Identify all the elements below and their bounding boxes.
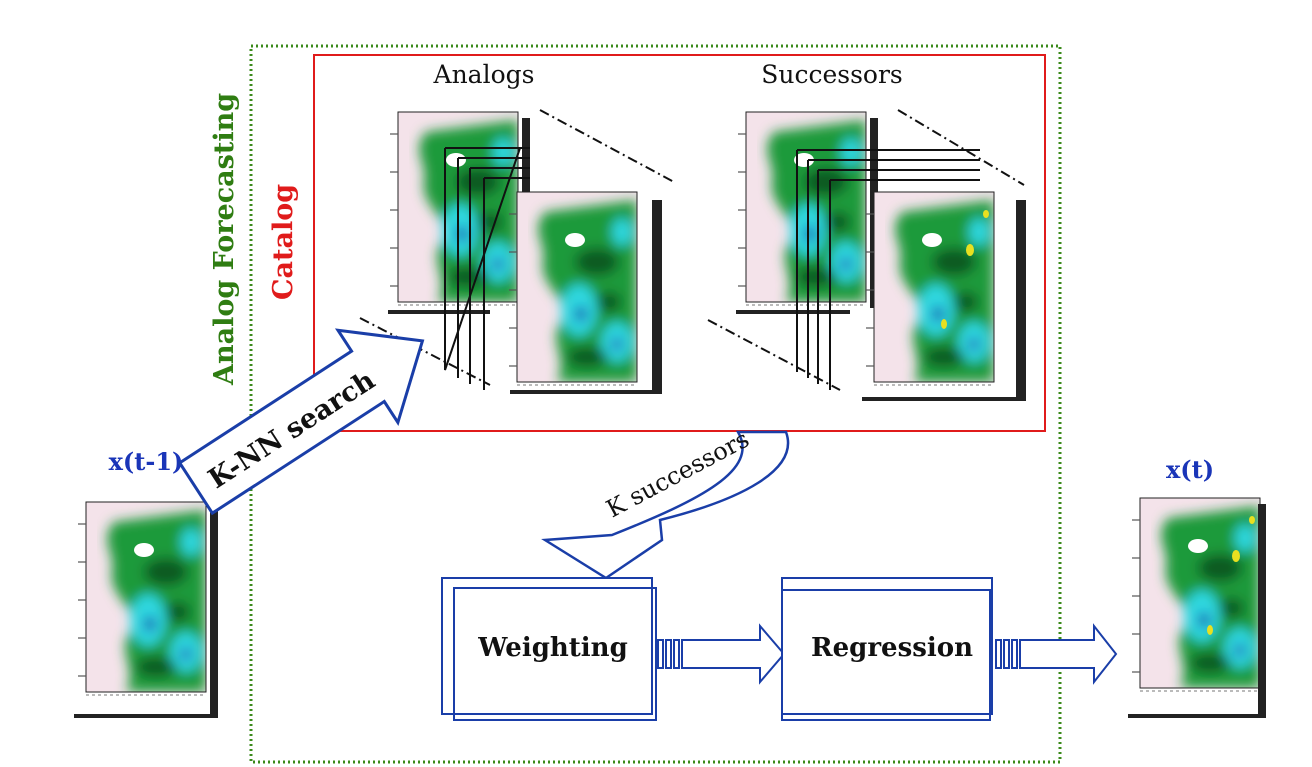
k-successors-arrow: K successors [541, 425, 790, 580]
output-state-label: x(t) [1166, 455, 1214, 484]
regression-box: Regression [781, 577, 993, 721]
catalog-box [313, 54, 1046, 432]
analog-maps-stack [359, 109, 675, 394]
analog-forecasting-label: Analog Forecasting [209, 93, 240, 386]
output-state-map [1128, 498, 1266, 718]
regression-label: Regression [811, 633, 973, 663]
weighting-to-regression-arrow [657, 623, 786, 685]
catalog-label: Catalog [268, 184, 299, 300]
weighting-box: Weighting [441, 577, 657, 721]
input-state-map [74, 502, 218, 718]
successor-maps-stack [707, 109, 1026, 401]
analogs-label: Analogs [433, 60, 535, 89]
successors-label: Successors [761, 60, 903, 89]
regression-to-output-arrow [995, 623, 1118, 685]
analog-forecasting-frame [249, 44, 1062, 764]
input-state-label: x(t-1) [109, 447, 184, 476]
weighting-label: Weighting [477, 633, 628, 663]
